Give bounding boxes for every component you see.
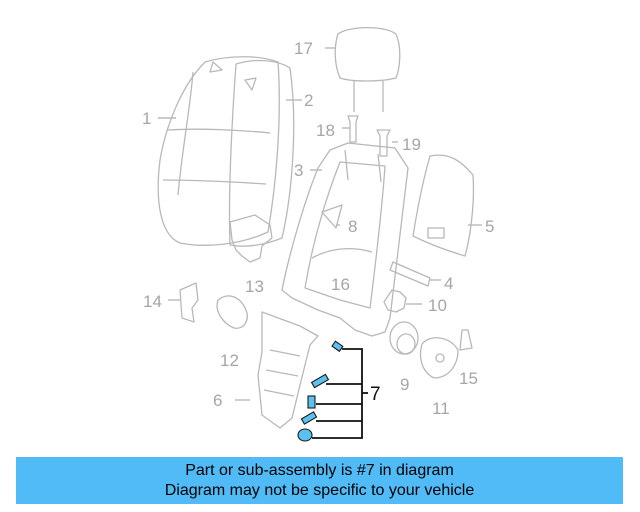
callout-17: 17 — [294, 39, 313, 58]
callout-8: 8 — [348, 217, 357, 236]
callout-19: 19 — [402, 135, 421, 154]
part-5-back-panel — [412, 154, 475, 257]
part-3-backrest-frame — [281, 142, 409, 337]
callout-13: 13 — [245, 277, 264, 296]
callout-9: 9 — [400, 375, 409, 394]
callout-14: 14 — [143, 292, 162, 311]
leader-lines — [158, 47, 482, 401]
part-18-guide — [347, 115, 359, 143]
part-12-trim — [216, 295, 248, 329]
callout-6: 6 — [213, 391, 222, 410]
callout-2: 2 — [304, 91, 313, 110]
part-15-cap — [459, 329, 473, 351]
callout-7: 7 — [370, 384, 381, 405]
callout-15: 15 — [459, 369, 478, 388]
banner-line-part-number: Part or sub-assembly is #7 in diagram — [185, 462, 454, 479]
part-17-headrest — [334, 27, 401, 112]
callout-10: 10 — [428, 296, 447, 315]
callout-1: 1 — [142, 109, 151, 128]
part-11-cover — [419, 337, 459, 379]
part-7-leader-lines — [312, 348, 368, 439]
callout-3: 3 — [294, 161, 303, 180]
part-10-gear — [383, 289, 407, 313]
part-4-rod — [389, 261, 431, 287]
callout-18: 18 — [316, 121, 335, 140]
callout-16: 16 — [331, 275, 350, 294]
part-9-knob — [389, 321, 419, 355]
part-14-bracket — [179, 282, 199, 323]
callouts: 1 2 3 4 5 6 7 8 9 10 11 12 13 14 15 16 1… — [142, 39, 494, 418]
part-6-lumbar-support — [257, 311, 319, 429]
info-banner: Part or sub-assembly is #7 in diagram Di… — [16, 457, 623, 504]
parts-diagram: 1 2 3 4 5 6 7 8 9 10 11 12 13 14 15 16 1… — [142, 27, 494, 442]
part-1-backrest-cushion — [157, 56, 280, 246]
callout-4: 4 — [444, 274, 453, 293]
callout-11: 11 — [432, 399, 450, 418]
callout-12: 12 — [220, 351, 239, 370]
part-2-backrest-cover — [228, 59, 295, 247]
part-13-bracket — [229, 214, 273, 263]
callout-5: 5 — [485, 217, 494, 236]
part-7-highlighted-assembly — [297, 340, 344, 442]
part-19-guide — [376, 129, 391, 157]
banner-line-disclaimer: Diagram may not be specific to your vehi… — [164, 482, 475, 499]
